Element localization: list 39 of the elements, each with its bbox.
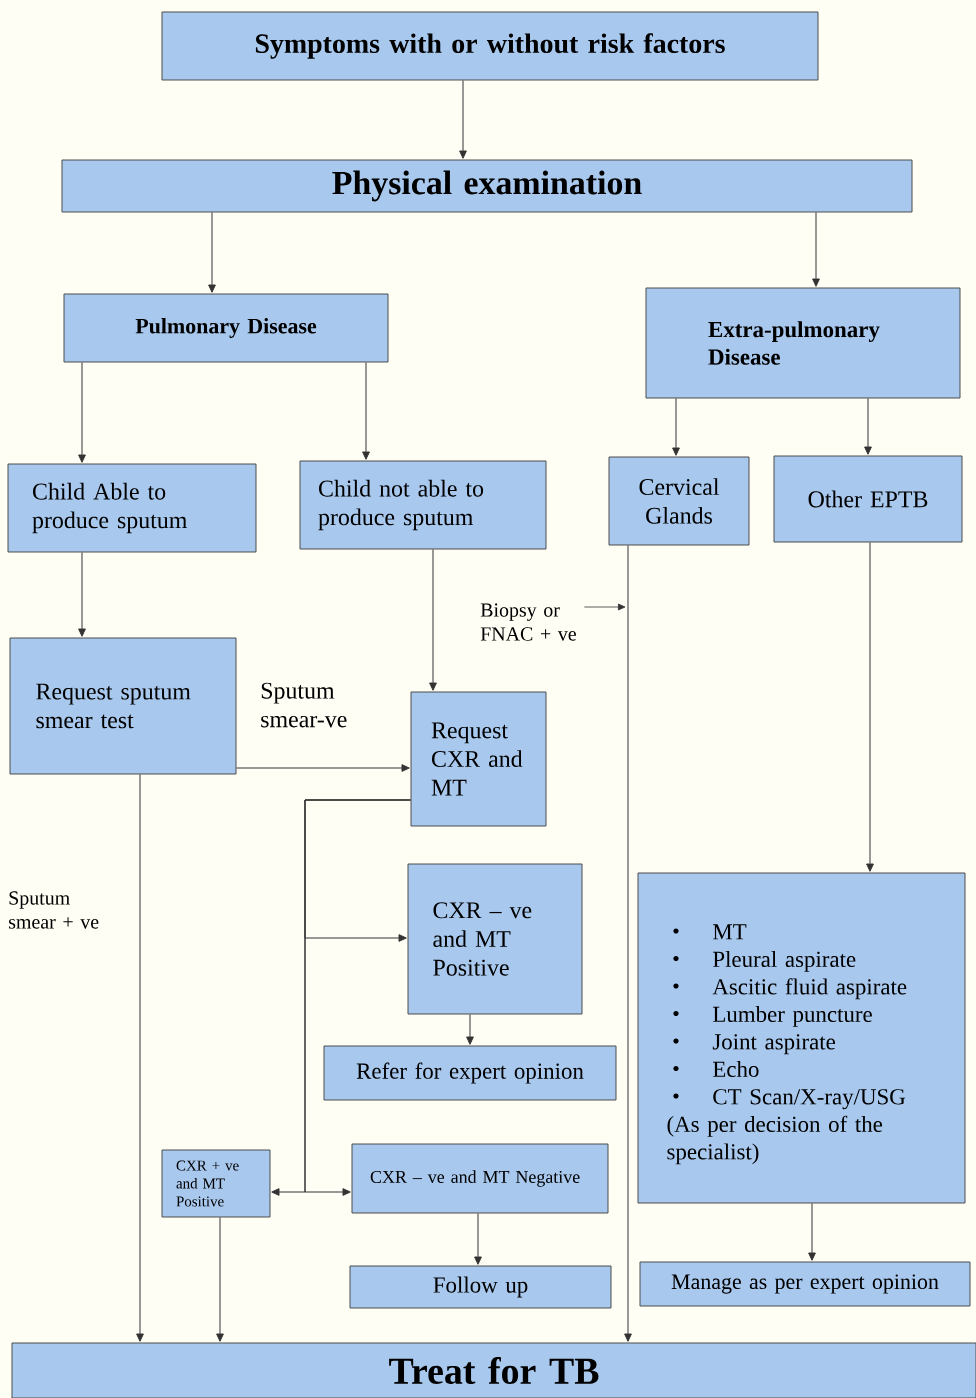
arrow <box>866 542 874 872</box>
process-box: Follow up <box>349 1265 612 1309</box>
process-box: Cervical Glands <box>608 456 750 546</box>
arrow <box>236 764 410 772</box>
process-box: Manage as per expert opinion <box>639 1261 971 1307</box>
process-box: Extra-pulmonary Disease <box>645 287 961 399</box>
arrow <box>864 398 872 455</box>
process-box: Child not able to produce sputum <box>299 460 547 550</box>
edge-label: Biopsy or FNAC + ve <box>480 603 576 641</box>
arrow <box>624 545 632 1342</box>
arrow <box>466 1014 474 1045</box>
process-box: Physical examination <box>61 159 913 213</box>
arrow <box>362 362 370 460</box>
process-box: CXR – ve and MT Positive <box>407 863 583 1015</box>
process-box: Pulmonary Disease <box>63 293 389 363</box>
process-box: Child Able to produce sputum <box>7 463 257 553</box>
process-box: Symptoms with or without risk factors <box>161 11 819 81</box>
process-box: Other EPTB <box>773 455 963 543</box>
process-box: Request CXR and MT <box>410 691 547 827</box>
arrow <box>78 552 86 637</box>
edge-label: Sputum smear-ve <box>261 682 347 728</box>
arrow <box>216 1217 224 1342</box>
bullet-list-box: MT Pleural aspirate Ascitic fluid aspirate Lumber puncture Joint aspirate Echo CT Scan/X-ray/USG (As per decision of the specialist) <box>637 872 966 1204</box>
process-box: Refer for expert opinion <box>323 1045 617 1101</box>
arrow <box>808 1203 816 1261</box>
arrow <box>78 362 86 463</box>
edge-label: Sputum smear + ve <box>9 891 99 929</box>
arrow <box>271 799 411 1196</box>
process-box: CXR + ve and MT Positive <box>161 1149 271 1218</box>
arrow <box>474 1213 482 1265</box>
arrow <box>672 398 680 456</box>
arrow <box>208 212 216 293</box>
process-box: Request sputum smear test <box>9 637 237 775</box>
process-box: CXR – ve and MT Negative <box>351 1143 609 1214</box>
process-box: Treat for TB <box>11 1342 976 1398</box>
arrow <box>429 549 437 691</box>
arrow <box>812 212 820 287</box>
arrow <box>459 80 467 159</box>
arrow <box>136 774 144 1342</box>
